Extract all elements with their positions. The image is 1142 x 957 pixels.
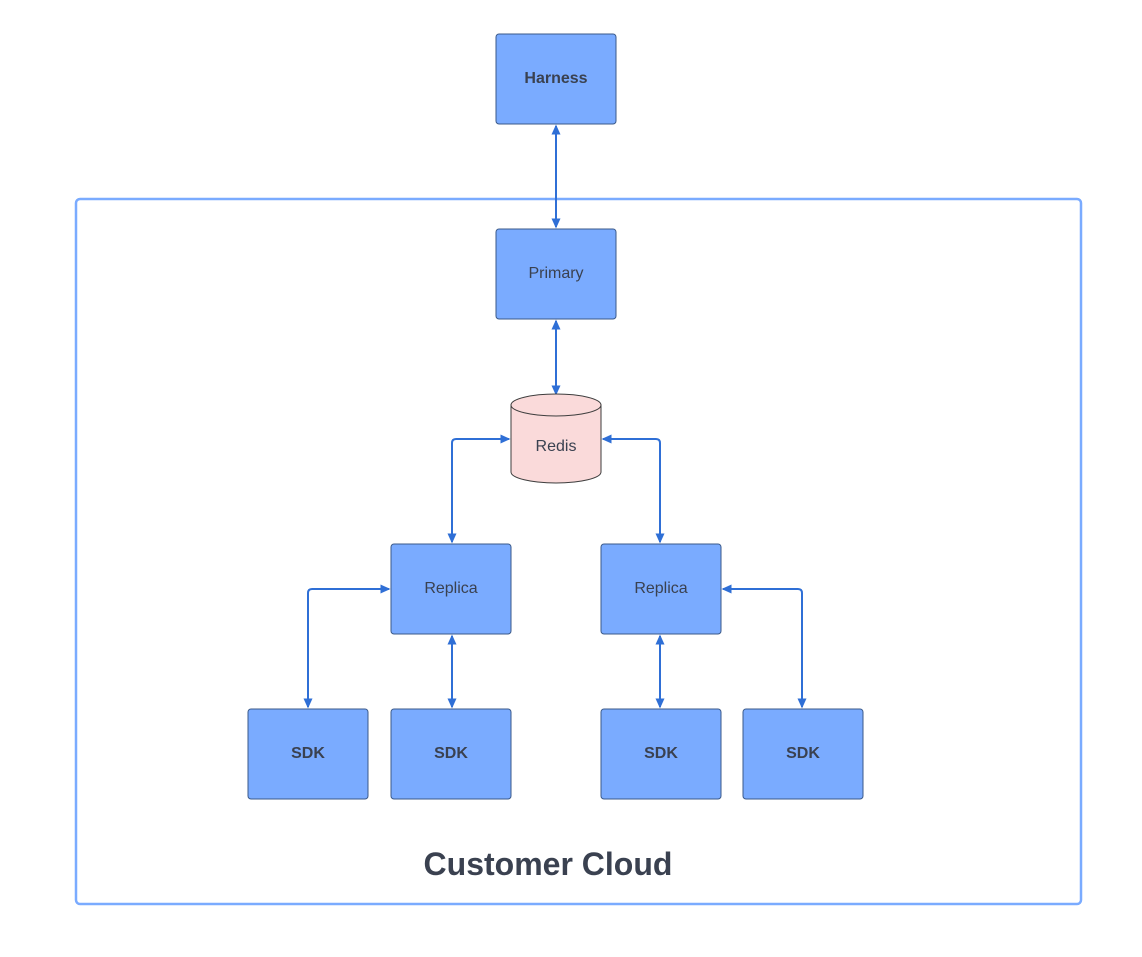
database-cylinder-top bbox=[510, 393, 602, 417]
edge-redis-replica-right bbox=[601, 434, 665, 544]
sdk-node-4: SDK bbox=[742, 708, 864, 800]
sdk-node-1: SDK bbox=[247, 708, 369, 800]
edge-redis-replica-left bbox=[447, 434, 511, 544]
sdk-4-label: SDK bbox=[786, 745, 820, 762]
customer-cloud-boundary: Customer Cloud bbox=[74, 197, 1083, 906]
harness-label: Harness bbox=[524, 70, 587, 87]
replica-right-label: Replica bbox=[634, 580, 687, 597]
sdk-2-label: SDK bbox=[434, 745, 468, 762]
sdk-3-label: SDK bbox=[644, 745, 678, 762]
sdk-node-2: SDK bbox=[390, 708, 512, 800]
connectors bbox=[303, 124, 807, 709]
sdk-node-3: SDK bbox=[600, 708, 722, 800]
redis-database-node: Redis bbox=[510, 393, 602, 484]
customer-cloud-label: Customer Cloud bbox=[424, 846, 673, 882]
edge-replica-left-sdk-1 bbox=[303, 584, 391, 709]
primary-node: Primary bbox=[495, 228, 617, 320]
edge-replica-right-sdk-4 bbox=[721, 584, 807, 709]
replica-left-node: Replica bbox=[390, 543, 512, 635]
primary-label: Primary bbox=[528, 265, 583, 282]
sdk-1-label: SDK bbox=[291, 745, 325, 762]
replica-left-label: Replica bbox=[424, 580, 477, 597]
replica-right-node: Replica bbox=[600, 543, 722, 635]
customer-cloud-frame bbox=[74, 197, 1083, 906]
harness-node: Harness bbox=[495, 33, 617, 125]
redis-label: Redis bbox=[536, 438, 577, 455]
database-cylinder-icon bbox=[510, 405, 602, 484]
